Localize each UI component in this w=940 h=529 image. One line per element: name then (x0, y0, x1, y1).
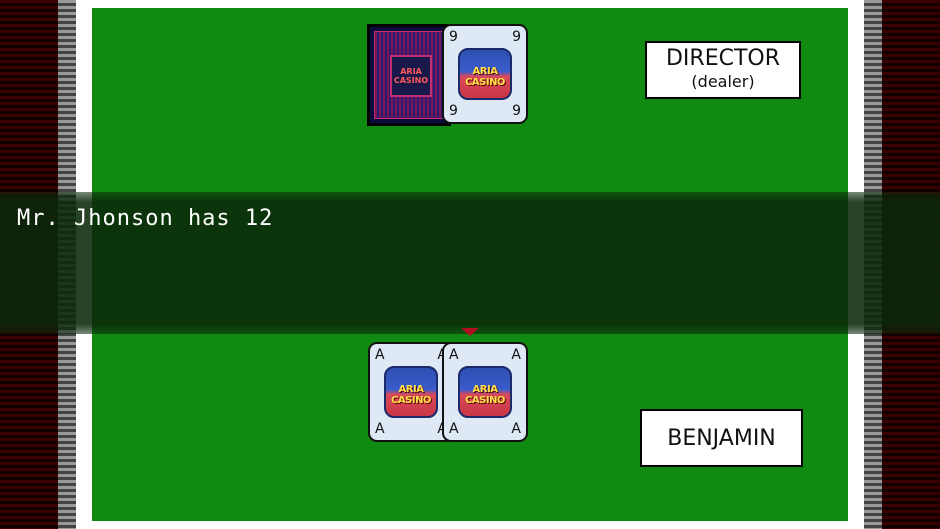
card-logo: ARIA CASINO (465, 384, 505, 406)
continue-arrow-icon[interactable] (461, 328, 479, 336)
card-back-emblem: ARIA CASINO (390, 55, 432, 97)
card-logo: ARIA CASINO (465, 66, 505, 88)
card-emblem: ARIA CASINO (384, 366, 438, 418)
card-rank: A (511, 347, 521, 363)
card-rank: A (449, 421, 459, 437)
message-text: Mr. Jhonson has 12 (17, 206, 274, 231)
card-rank: A (511, 421, 521, 437)
player-card-ace-2: A A ARIA CASINO A A (442, 342, 528, 442)
message-box[interactable] (0, 192, 940, 334)
dealer-card-facedown: ARIA CASINO (367, 24, 451, 126)
card-emblem: ARIA CASINO (458, 48, 512, 100)
player-name-plate: BENJAMIN (640, 409, 803, 467)
card-rank: 9 (449, 29, 458, 45)
dealer-name-plate: DIRECTOR (dealer) (645, 41, 801, 99)
card-logo: ARIA CASINO (391, 384, 431, 406)
card-back-logo: ARIA CASINO (393, 67, 429, 85)
dealer-card-9: 9 9 ARIA CASINO 9 9 (442, 24, 528, 124)
card-rank: 9 (512, 103, 521, 119)
card-rank: A (375, 421, 385, 437)
card-emblem: ARIA CASINO (458, 366, 512, 418)
card-rank: A (449, 347, 459, 363)
dealer-role: (dealer) (691, 72, 755, 91)
card-rank: 9 (512, 29, 521, 45)
card-rank: 9 (449, 103, 458, 119)
dealer-name: DIRECTOR (665, 46, 781, 71)
player-name: BENJAMIN (667, 426, 776, 451)
card-rank: A (375, 347, 385, 363)
